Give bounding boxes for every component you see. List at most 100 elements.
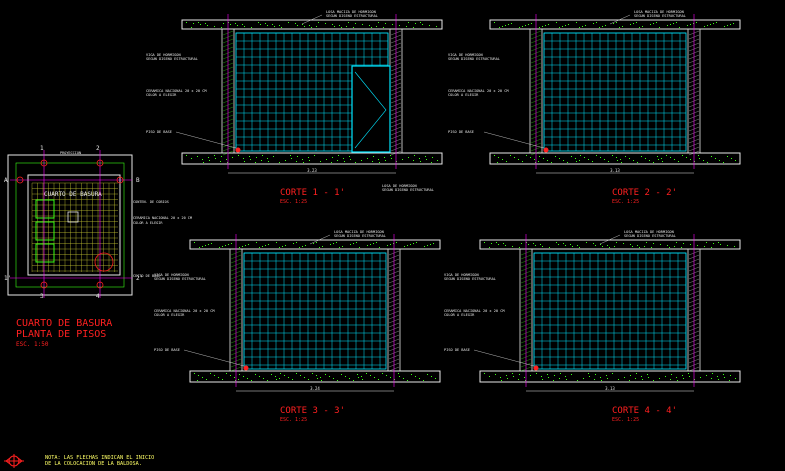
- slab-aggregate: [376, 242, 377, 243]
- slab-aggregate: [432, 157, 433, 158]
- slab-aggregate: [288, 22, 289, 23]
- slab-aggregate: [699, 158, 700, 159]
- section-top-slab: [489, 19, 741, 30]
- slab-aggregate: [358, 377, 359, 378]
- slab-aggregate: [276, 379, 277, 380]
- slab-aggregate: [636, 22, 637, 23]
- slab-aggregate: [262, 246, 263, 247]
- note-floor: PISO DE BASE: [154, 348, 180, 352]
- slab-aggregate: [426, 159, 427, 160]
- plan-scale: ESC. 1:50: [16, 341, 49, 348]
- slab-aggregate: [230, 24, 231, 25]
- slab-aggregate: [565, 25, 566, 26]
- plan-section-mark: [40, 159, 48, 167]
- leader-line: [309, 234, 331, 245]
- slab-aggregate: [704, 246, 705, 247]
- slab-aggregate: [605, 25, 606, 26]
- plan-axis-label: 2': [136, 275, 143, 282]
- slab-aggregate: [260, 24, 261, 25]
- slab-aggregate: [297, 25, 298, 26]
- slab-aggregate: [694, 379, 695, 380]
- slab-aggregate: [600, 244, 601, 245]
- slab-aggregate: [673, 23, 674, 24]
- arrow-icon: [4, 454, 24, 468]
- slab-aggregate: [208, 244, 209, 245]
- door-swing: [354, 71, 387, 149]
- slab-aggregate: [694, 161, 695, 162]
- slab-aggregate: [671, 374, 672, 375]
- slab-aggregate: [316, 26, 317, 27]
- slab-aggregate: [355, 162, 356, 163]
- slab-aggregate: [242, 24, 243, 25]
- slab-aggregate: [390, 377, 391, 378]
- slab-aggregate: [279, 378, 280, 379]
- slab-aggregate: [563, 160, 564, 161]
- slab-aggregate: [211, 243, 212, 244]
- slab-aggregate: [608, 161, 609, 162]
- section-top-slab: [479, 239, 741, 250]
- slab-aggregate: [518, 379, 519, 380]
- slab-aggregate: [593, 243, 594, 244]
- section-title: CORTE 3 - 3': [280, 406, 345, 416]
- slab-aggregate: [500, 377, 501, 378]
- slab-aggregate: [686, 157, 687, 158]
- slab-aggregate: [197, 156, 198, 157]
- slab-aggregate: [312, 373, 313, 374]
- slab-aggregate: [489, 376, 490, 377]
- plan-axis-label: 2: [96, 145, 100, 152]
- slab-aggregate: [570, 244, 571, 245]
- section-title: CORTE 2 - 2': [612, 188, 677, 198]
- slab-aggregate: [530, 375, 531, 376]
- plan-title: CUARTO DE BASURA: [16, 318, 112, 329]
- slab-aggregate: [528, 24, 529, 25]
- note-beam-2: SEGUN DISENO ESTRUCTURAL: [444, 277, 496, 281]
- slab-aggregate: [410, 244, 411, 245]
- slab-aggregate: [566, 379, 567, 380]
- slab-aggregate: [267, 380, 268, 381]
- slab-aggregate: [633, 160, 634, 161]
- slab-aggregate: [356, 242, 357, 243]
- slab-aggregate: [237, 25, 238, 26]
- slab-aggregate: [630, 24, 631, 25]
- slab-aggregate: [514, 157, 515, 158]
- slab-aggregate: [526, 155, 527, 156]
- slab-aggregate: [317, 378, 318, 379]
- slab-aggregate: [595, 245, 596, 246]
- slab-aggregate: [199, 247, 200, 248]
- slab-aggregate: [602, 26, 603, 27]
- slab-aggregate: [522, 26, 523, 27]
- slab-aggregate: [689, 376, 690, 377]
- slab-aggregate: [646, 242, 647, 243]
- slab-aggregate: [601, 380, 602, 381]
- slab-aggregate: [345, 376, 346, 377]
- slab-aggregate: [205, 245, 206, 246]
- slab-aggregate: [625, 156, 626, 157]
- slab-aggregate: [522, 161, 523, 162]
- slab-aggregate: [320, 377, 321, 378]
- slab-aggregate: [512, 246, 513, 247]
- leader-line: [301, 14, 323, 25]
- slab-aggregate: [665, 376, 666, 377]
- slab-aggregate: [575, 158, 576, 159]
- slab-aggregate: [502, 159, 503, 160]
- slab-aggregate: [222, 246, 223, 247]
- slab-aggregate: [353, 380, 354, 381]
- plan-slab-outline: [15, 162, 125, 288]
- slab-aggregate: [584, 157, 585, 158]
- slab-aggregate: [633, 23, 634, 24]
- slab-aggregate: [225, 245, 226, 246]
- slab-aggregate: [348, 22, 349, 23]
- slab-aggregate: [279, 162, 280, 163]
- slab-aggregate: [700, 377, 701, 378]
- slab-aggregate: [710, 24, 711, 25]
- plan-room-label: CUARTO DE BASURA: [44, 191, 102, 198]
- slab-aggregate: [588, 373, 589, 374]
- slab-aggregate: [357, 374, 358, 375]
- slab-aggregate: [683, 378, 684, 379]
- note-beam: VIGA DE HORMIGON: [154, 273, 189, 277]
- slab-aggregate: [637, 245, 638, 246]
- slab-aggregate: [505, 25, 506, 26]
